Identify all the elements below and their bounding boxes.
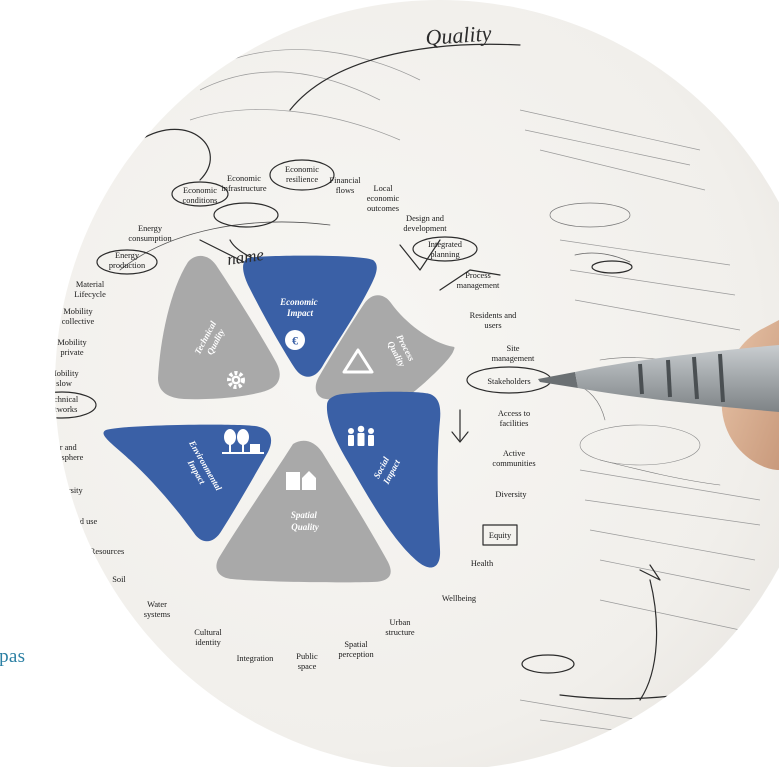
label-soil: Soil xyxy=(112,575,126,584)
pen-barrel xyxy=(575,345,779,412)
petal-process xyxy=(315,295,455,401)
petal-economic xyxy=(243,255,377,377)
label-land-use: Land use xyxy=(67,517,98,526)
background-sheet-text xyxy=(189,49,761,736)
petal-spatial-label-1: Spatial xyxy=(291,510,318,520)
petal-technical xyxy=(158,255,280,400)
people-icon xyxy=(348,425,374,446)
petal-spatial-title: Spatial Quality xyxy=(291,510,320,532)
petal-spatial-label-2: Quality xyxy=(291,522,320,532)
petal-economic-title: Economic Impact xyxy=(279,297,320,318)
petal-diagram: € xyxy=(103,255,455,583)
petal-spatial xyxy=(216,440,391,583)
caption-text: mpas xyxy=(0,646,26,667)
label-biodiversity: Biodiversity xyxy=(41,486,83,495)
petal-economic-label-2: Impact xyxy=(286,308,313,318)
euro-coin-icon: € xyxy=(285,330,305,350)
buildings-icon xyxy=(286,471,316,490)
label-equity: Equity xyxy=(489,531,512,540)
label-integration: Integration xyxy=(237,654,275,663)
label-health: Health xyxy=(471,559,494,568)
pen-grip-bands xyxy=(638,353,725,403)
pen-tip xyxy=(538,372,578,388)
label-diversity: Diversity xyxy=(495,490,527,499)
trees-icon xyxy=(222,429,264,454)
handwritten-top-word: Quality xyxy=(425,20,493,50)
petal-economic-label-1: Economic xyxy=(279,297,318,307)
recycle-triangle-icon xyxy=(342,348,374,374)
svg-text:€: € xyxy=(292,334,298,348)
label-wellbeing: Wellbeing xyxy=(442,594,477,603)
label-resources: Resources xyxy=(90,547,124,556)
gear-icon xyxy=(227,371,245,389)
hand-with-pen xyxy=(538,320,779,470)
label-stakeholders: Stakeholders xyxy=(487,377,530,386)
petal-social xyxy=(326,391,441,568)
